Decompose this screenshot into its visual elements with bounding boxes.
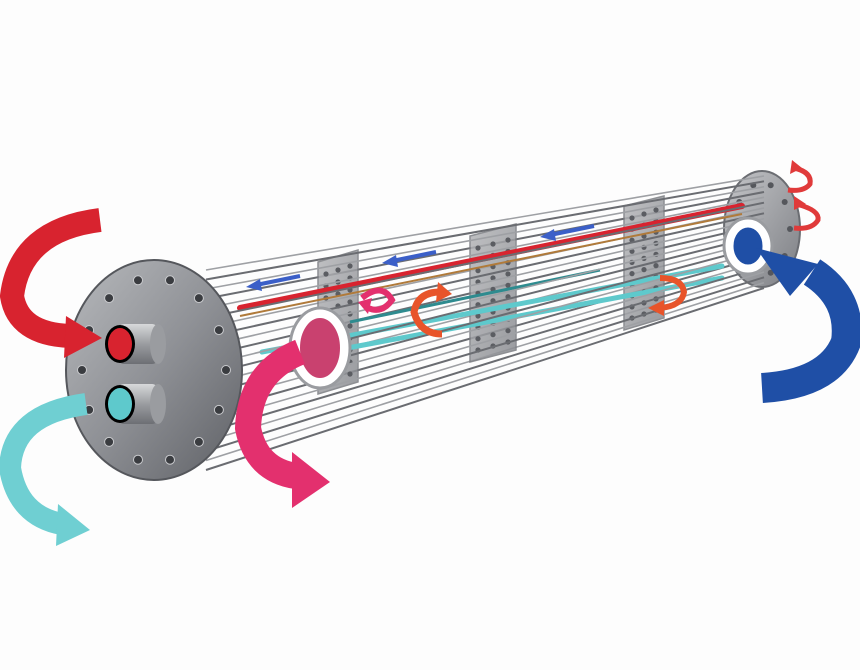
- baffle-hole: [347, 323, 353, 329]
- hot-inlet-port: [108, 328, 132, 360]
- baffle-hole: [505, 237, 511, 243]
- tube: [205, 281, 765, 462]
- baffle-hole: [347, 263, 353, 269]
- hot-outlet-arrow-icon: [787, 160, 821, 231]
- hot-tube-edge: [239, 213, 743, 317]
- baffle-hole: [641, 211, 647, 217]
- bolt-hole: [213, 404, 224, 415]
- counterflow-arrow-icon: [382, 250, 437, 267]
- inner-flow-arrows: [358, 275, 688, 338]
- tube: [205, 212, 765, 338]
- counterflow-arrows: [246, 224, 595, 291]
- counterflow-arrow-icon: [540, 224, 595, 241]
- baffle-hole: [641, 267, 647, 273]
- shell-flow-arrow-icon: [360, 287, 396, 313]
- cold-outlet-arrow-icon: [0, 393, 90, 546]
- front-sheet-bolts: [77, 275, 231, 465]
- baffle-hole: [653, 207, 659, 213]
- cold-inlet-pipe: [105, 384, 166, 424]
- tube: [205, 175, 765, 271]
- shell-outlet-opening: [296, 314, 344, 382]
- hot-flow-arrow-icon: [659, 275, 688, 311]
- tube: [205, 265, 765, 433]
- hot-inlet-pipe: [105, 324, 166, 364]
- bolt-hole: [193, 436, 204, 447]
- baffle-hole: [629, 271, 635, 277]
- tube: [205, 196, 765, 309]
- bolt-hole: [781, 199, 788, 205]
- bolt-hole: [767, 269, 774, 276]
- bolt-hole: [104, 436, 115, 447]
- shell-inlet-port: [722, 216, 774, 276]
- bolt-hole: [133, 275, 143, 286]
- baffle-hole: [475, 313, 481, 319]
- baffle-hole: [505, 271, 511, 277]
- front-tube-sheet-disc: [65, 259, 243, 481]
- bolt-hole: [193, 293, 204, 304]
- bolt-hole: [767, 182, 774, 189]
- baffle-hole: [323, 271, 329, 277]
- external-flow-arrows: [0, 160, 860, 546]
- baffle-hole: [475, 268, 481, 274]
- baffle-hole: [505, 282, 511, 288]
- tube: [205, 185, 765, 290]
- tube: [205, 287, 765, 471]
- front-tube-sheet: [65, 259, 243, 481]
- bolt-hole: [77, 365, 87, 375]
- hot-flow-arrow-icon: [410, 288, 443, 338]
- bolt-hole: [104, 293, 115, 304]
- bolt-hole: [165, 454, 175, 465]
- shell-inlet-arrow-icon: [756, 248, 860, 403]
- baffle-hole: [347, 299, 353, 305]
- bolt-hole: [787, 226, 793, 232]
- baffle-hole: [335, 267, 341, 273]
- tube: [205, 180, 765, 281]
- baffle-hole: [475, 245, 481, 251]
- tube: [205, 260, 765, 424]
- bolt-hole: [133, 454, 143, 465]
- baffle-hole: [347, 371, 353, 377]
- baffle-hole: [629, 215, 635, 221]
- tube: [205, 201, 765, 319]
- baffle-hole: [490, 275, 496, 281]
- shell-inlet-opening: [730, 224, 766, 268]
- bolt-hole: [221, 365, 231, 375]
- hot-tube: [237, 203, 745, 311]
- baffle-hole: [490, 332, 496, 338]
- baffle-hole: [490, 241, 496, 247]
- bolt-hole: [213, 325, 224, 336]
- baffle-hole: [629, 248, 635, 254]
- baffle-hole: [475, 336, 481, 342]
- shell-outlet-arrow-icon: [234, 339, 330, 508]
- hot-inlet-arrow-icon: [0, 208, 102, 358]
- shell-outlet-port: [288, 306, 352, 390]
- counterflow-arrow-icon: [246, 274, 301, 291]
- baffle-hole: [653, 263, 659, 269]
- baffle-hole: [505, 328, 511, 334]
- cold-inlet-port: [108, 388, 132, 420]
- bolt-hole: [165, 275, 175, 286]
